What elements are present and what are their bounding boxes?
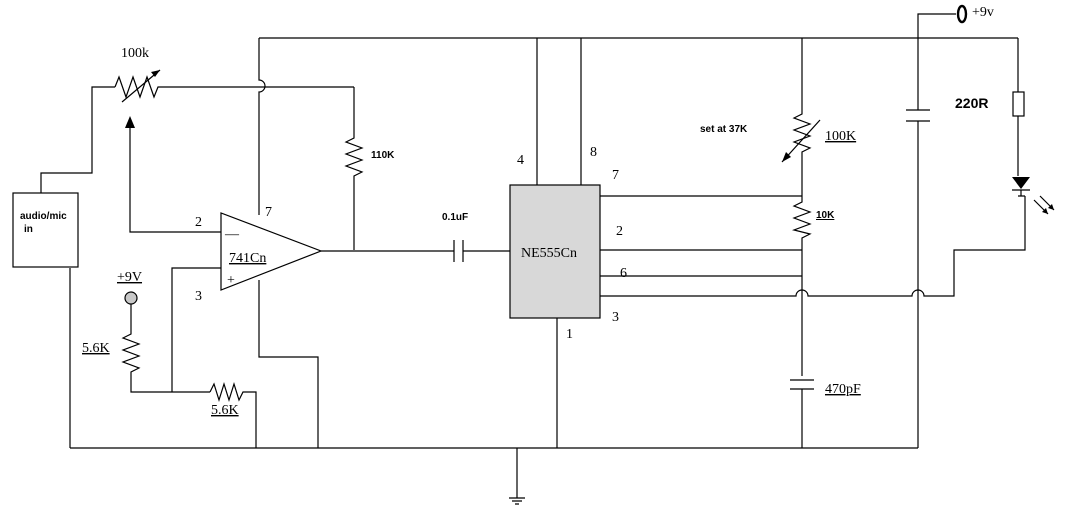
opamp-pin-7: 7 — [265, 205, 272, 220]
ne555-timer — [509, 184, 601, 319]
ne555-label: NE555Cn — [521, 246, 577, 261]
timing-capacitor — [790, 379, 814, 448]
opamp-plus-sign: + — [227, 273, 235, 288]
opamp-741 — [220, 212, 323, 291]
divider-top-label: 5.6K — [82, 341, 110, 356]
main-supply-label: +9v — [972, 5, 994, 20]
input-pot-label: 100k — [121, 46, 149, 61]
supply-rail — [259, 13, 1019, 92]
ground-symbol — [509, 497, 525, 505]
ne555-pin-4: 4 — [517, 153, 524, 168]
timing-resistor-label: 10K — [816, 210, 835, 221]
coupling-cap-label: 0.1uF — [442, 212, 468, 223]
main-supply-terminal — [956, 4, 968, 24]
timing-potentiometer — [781, 38, 821, 196]
timing-cap-label: 470pF — [825, 382, 861, 397]
ne555-pin-3: 3 — [612, 310, 619, 325]
led-resistor — [1012, 91, 1025, 176]
ne555-pin-6: 6 — [620, 266, 627, 281]
opamp-pin-2: 2 — [195, 215, 202, 230]
input-potentiometer — [114, 69, 354, 233]
divider-resistor-bottom — [209, 381, 257, 448]
led-diode — [1012, 177, 1055, 215]
opamp-label: 741Cn — [229, 251, 266, 266]
ne555-pin-1: 1 — [566, 327, 573, 342]
ne555-pin-2: 2 — [616, 224, 623, 239]
opamp-minus-sign: — — [224, 227, 240, 242]
opamp-pin-3: 3 — [195, 289, 202, 304]
feedback-resistor — [344, 87, 364, 250]
divider-bottom-label: 5.6K — [211, 403, 239, 418]
bias-supply-label: +9V — [117, 270, 142, 285]
audio-input-box — [12, 192, 79, 268]
coupling-capacitor — [453, 240, 510, 262]
pot-setting-note: set at 37K — [700, 124, 748, 135]
audio-input-label-1: audio/mic — [20, 211, 67, 222]
timing-resistor — [791, 196, 812, 376]
divider-resistor-top — [121, 304, 210, 393]
timing-pot-label: 100K — [825, 129, 856, 144]
ne555-pin-8: 8 — [590, 145, 597, 160]
audio-input-label-2: in — [24, 224, 33, 235]
bias-supply-terminal — [124, 291, 138, 305]
decoupling-capacitor — [906, 38, 930, 448]
led-resistor-label: 220R — [955, 95, 988, 111]
feedback-resistor-label: 110K — [371, 150, 395, 161]
ground-rail — [69, 268, 918, 498]
ne555-pin-7: 7 — [612, 168, 619, 183]
